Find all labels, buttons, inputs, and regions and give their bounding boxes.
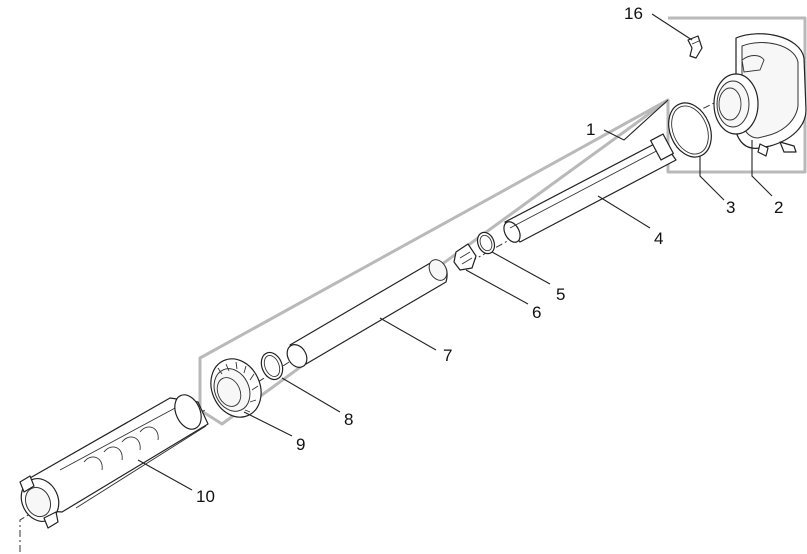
callout-3: 3 [726,198,735,217]
part-10-filter-cage [19,394,209,529]
part-6-lamp-holder [453,243,477,271]
assembly-axis [19,89,741,552]
leader-9 [243,411,293,437]
part-16-clip [687,35,703,59]
part-3-o-ring [668,102,712,158]
leader-7 [379,317,437,351]
leader-3 [699,156,725,201]
part-7-quartz-tube [286,259,448,368]
leader-4 [597,195,651,229]
part-9-union-nut [210,358,262,418]
leader-16 [651,13,693,41]
callout-8: 8 [344,410,353,429]
callout-7: 7 [443,346,452,365]
leader-10 [137,459,193,491]
callout-5: 5 [556,285,565,304]
callout-4: 4 [654,229,663,248]
leader-1 [603,99,669,141]
callout-10: 10 [196,487,215,506]
callout-6: 6 [532,303,541,322]
leader-2 [751,140,773,197]
leader-8 [281,377,341,413]
leader-6 [465,269,529,305]
part-5-small-o-ring [476,231,496,255]
part-4-uv-lamp [503,133,677,243]
callout-9: 9 [296,435,305,454]
callout-2: 2 [774,198,783,217]
part-8-o-ring [260,351,284,381]
callout-16: 16 [624,4,643,23]
part-2-housing [713,33,807,157]
callout-1: 1 [586,120,595,139]
leader-5 [491,251,551,285]
